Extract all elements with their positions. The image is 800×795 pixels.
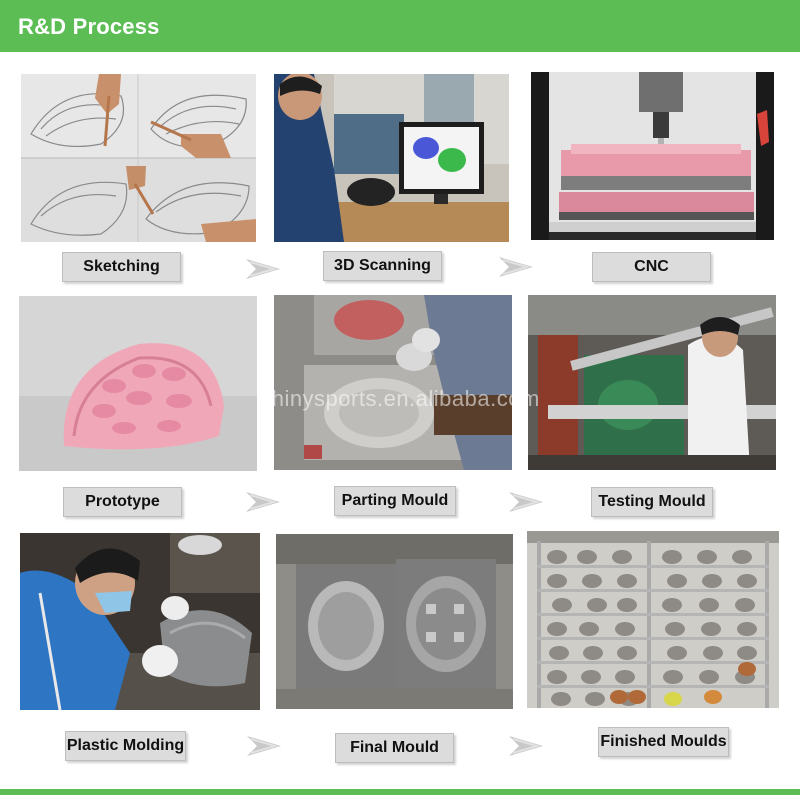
final-mould-photo [276, 534, 513, 709]
sketching-photo [21, 74, 256, 242]
arrow-right-icon [507, 489, 545, 515]
step-label-cnc: CNC [592, 252, 711, 282]
arrow-right-icon [497, 254, 535, 280]
step-label-prototype: Prototype [63, 487, 182, 517]
page-title: R&D Process [18, 14, 160, 39]
arrow-right-icon [507, 733, 545, 759]
cnc-photo [531, 72, 774, 240]
parting-mould-photo [274, 295, 512, 470]
arrow-right-icon [244, 489, 282, 515]
finished-moulds-photo [527, 531, 779, 708]
step-label-finished-moulds: Finished Moulds [598, 727, 729, 757]
step-label-final-mould: Final Mould [335, 733, 454, 763]
arrow-right-icon [245, 733, 283, 759]
step-label-3d-scanning: 3D Scanning [323, 251, 442, 281]
arrow-right-icon [244, 256, 282, 282]
bottom-bar [0, 789, 800, 795]
step-label-parting-mould: Parting Mould [334, 486, 456, 516]
step-label-testing-mould: Testing Mould [591, 487, 713, 517]
plastic-molding-photo [20, 533, 260, 710]
prototype-photo [19, 296, 257, 471]
header-bar: R&D Process [0, 0, 800, 52]
step-label-sketching: Sketching [62, 252, 181, 282]
3d-scanning-photo [274, 74, 509, 242]
step-label-plastic-molding: Plastic Molding [65, 731, 186, 761]
watermark-text: shinysports.en.alibaba.com [260, 386, 540, 411]
testing-mould-photo [528, 295, 776, 470]
